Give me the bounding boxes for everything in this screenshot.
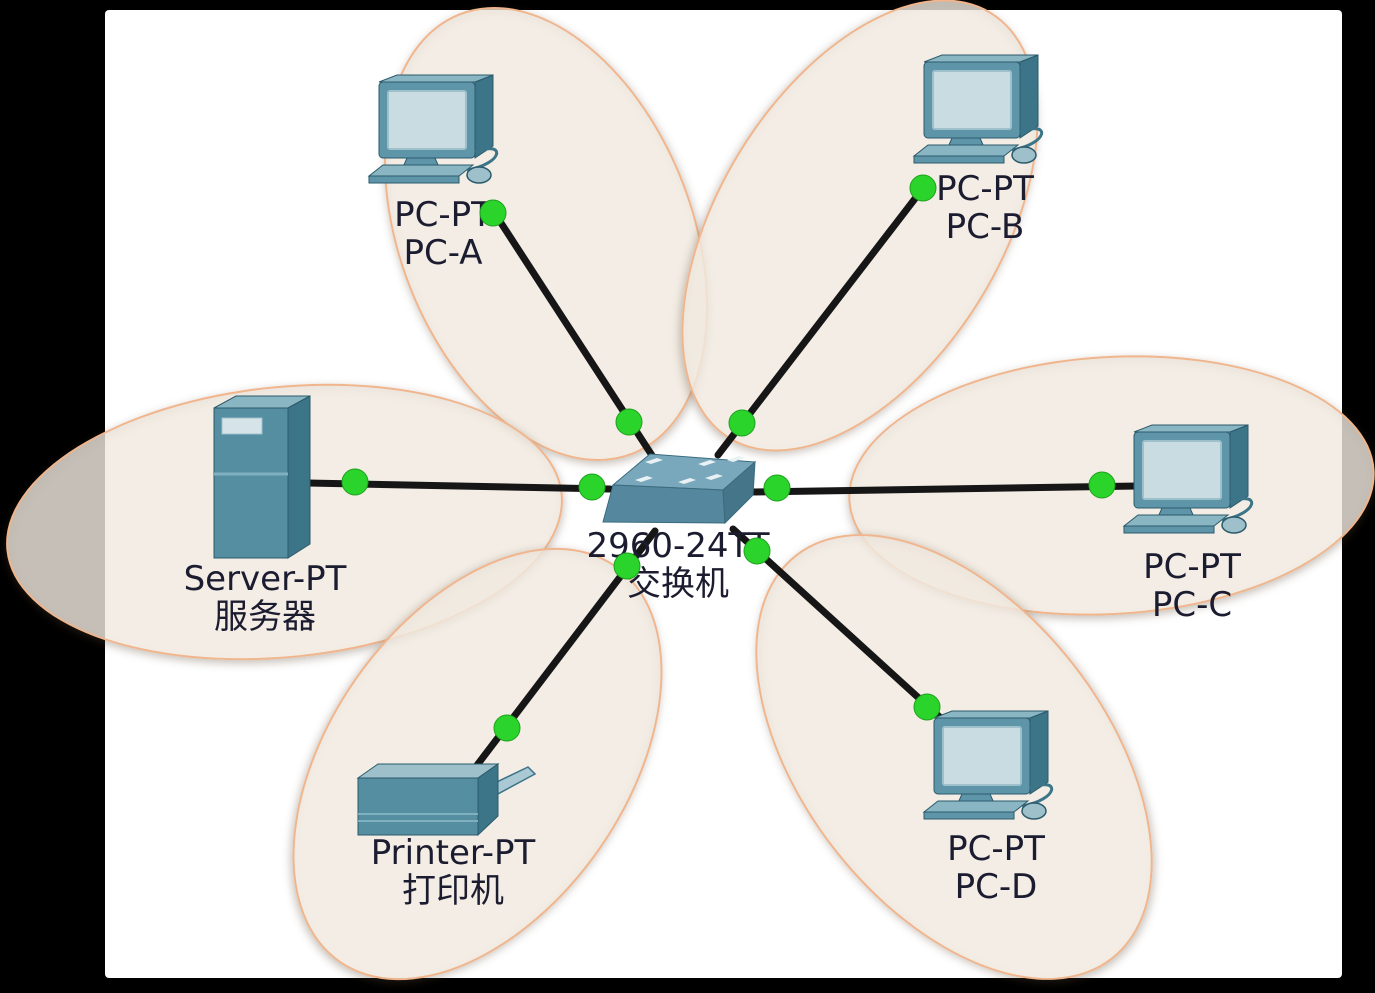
pc-icon xyxy=(367,74,498,184)
pc-icon xyxy=(912,54,1043,164)
label-pc-c-model: PC-PT xyxy=(1143,547,1241,587)
label-switch-model: 2960-24TT xyxy=(586,526,770,566)
label-server-model: Server-PT xyxy=(183,559,347,599)
label-switch: 2960-24TT 交换机 xyxy=(587,527,770,603)
pc-icon xyxy=(1122,424,1253,534)
label-printer-model: Printer-PT xyxy=(370,833,536,873)
label-pc-c-name: PC-C xyxy=(1151,585,1233,625)
server-icon xyxy=(213,395,311,559)
label-pc-d: PC-PT PC-D xyxy=(947,830,1045,906)
label-pc-d-name: PC-D xyxy=(954,867,1038,907)
device-pc-d[interactable] xyxy=(918,708,1070,834)
label-server-name: 服务器 xyxy=(214,597,316,637)
pc-icon xyxy=(922,710,1053,820)
label-pc-b-name: PC-B xyxy=(945,207,1025,247)
label-printer: Printer-PT 打印机 xyxy=(371,834,535,910)
label-pc-a-model: PC-PT xyxy=(394,195,492,235)
label-printer-name: 打印机 xyxy=(401,871,504,911)
device-server[interactable] xyxy=(206,392,318,568)
label-pc-d-model: PC-PT xyxy=(947,829,1045,869)
label-server: Server-PT 服务器 xyxy=(184,560,347,636)
device-pc-c[interactable] xyxy=(1118,422,1270,548)
label-pc-b: PC-PT PC-B xyxy=(936,170,1034,246)
device-pc-b[interactable] xyxy=(908,52,1060,178)
device-pc-a[interactable] xyxy=(363,72,515,198)
printer-icon xyxy=(356,763,537,837)
label-pc-b-model: PC-PT xyxy=(936,169,1034,209)
label-pc-c: PC-PT PC-C xyxy=(1143,548,1241,624)
switch-icon xyxy=(602,453,757,525)
device-printer[interactable] xyxy=(352,750,542,846)
label-switch-name: 交换机 xyxy=(627,564,729,604)
device-switch[interactable] xyxy=(598,448,758,534)
label-pc-a: PC-PT PC-A xyxy=(394,196,492,272)
label-pc-a-name: PC-A xyxy=(403,233,483,273)
